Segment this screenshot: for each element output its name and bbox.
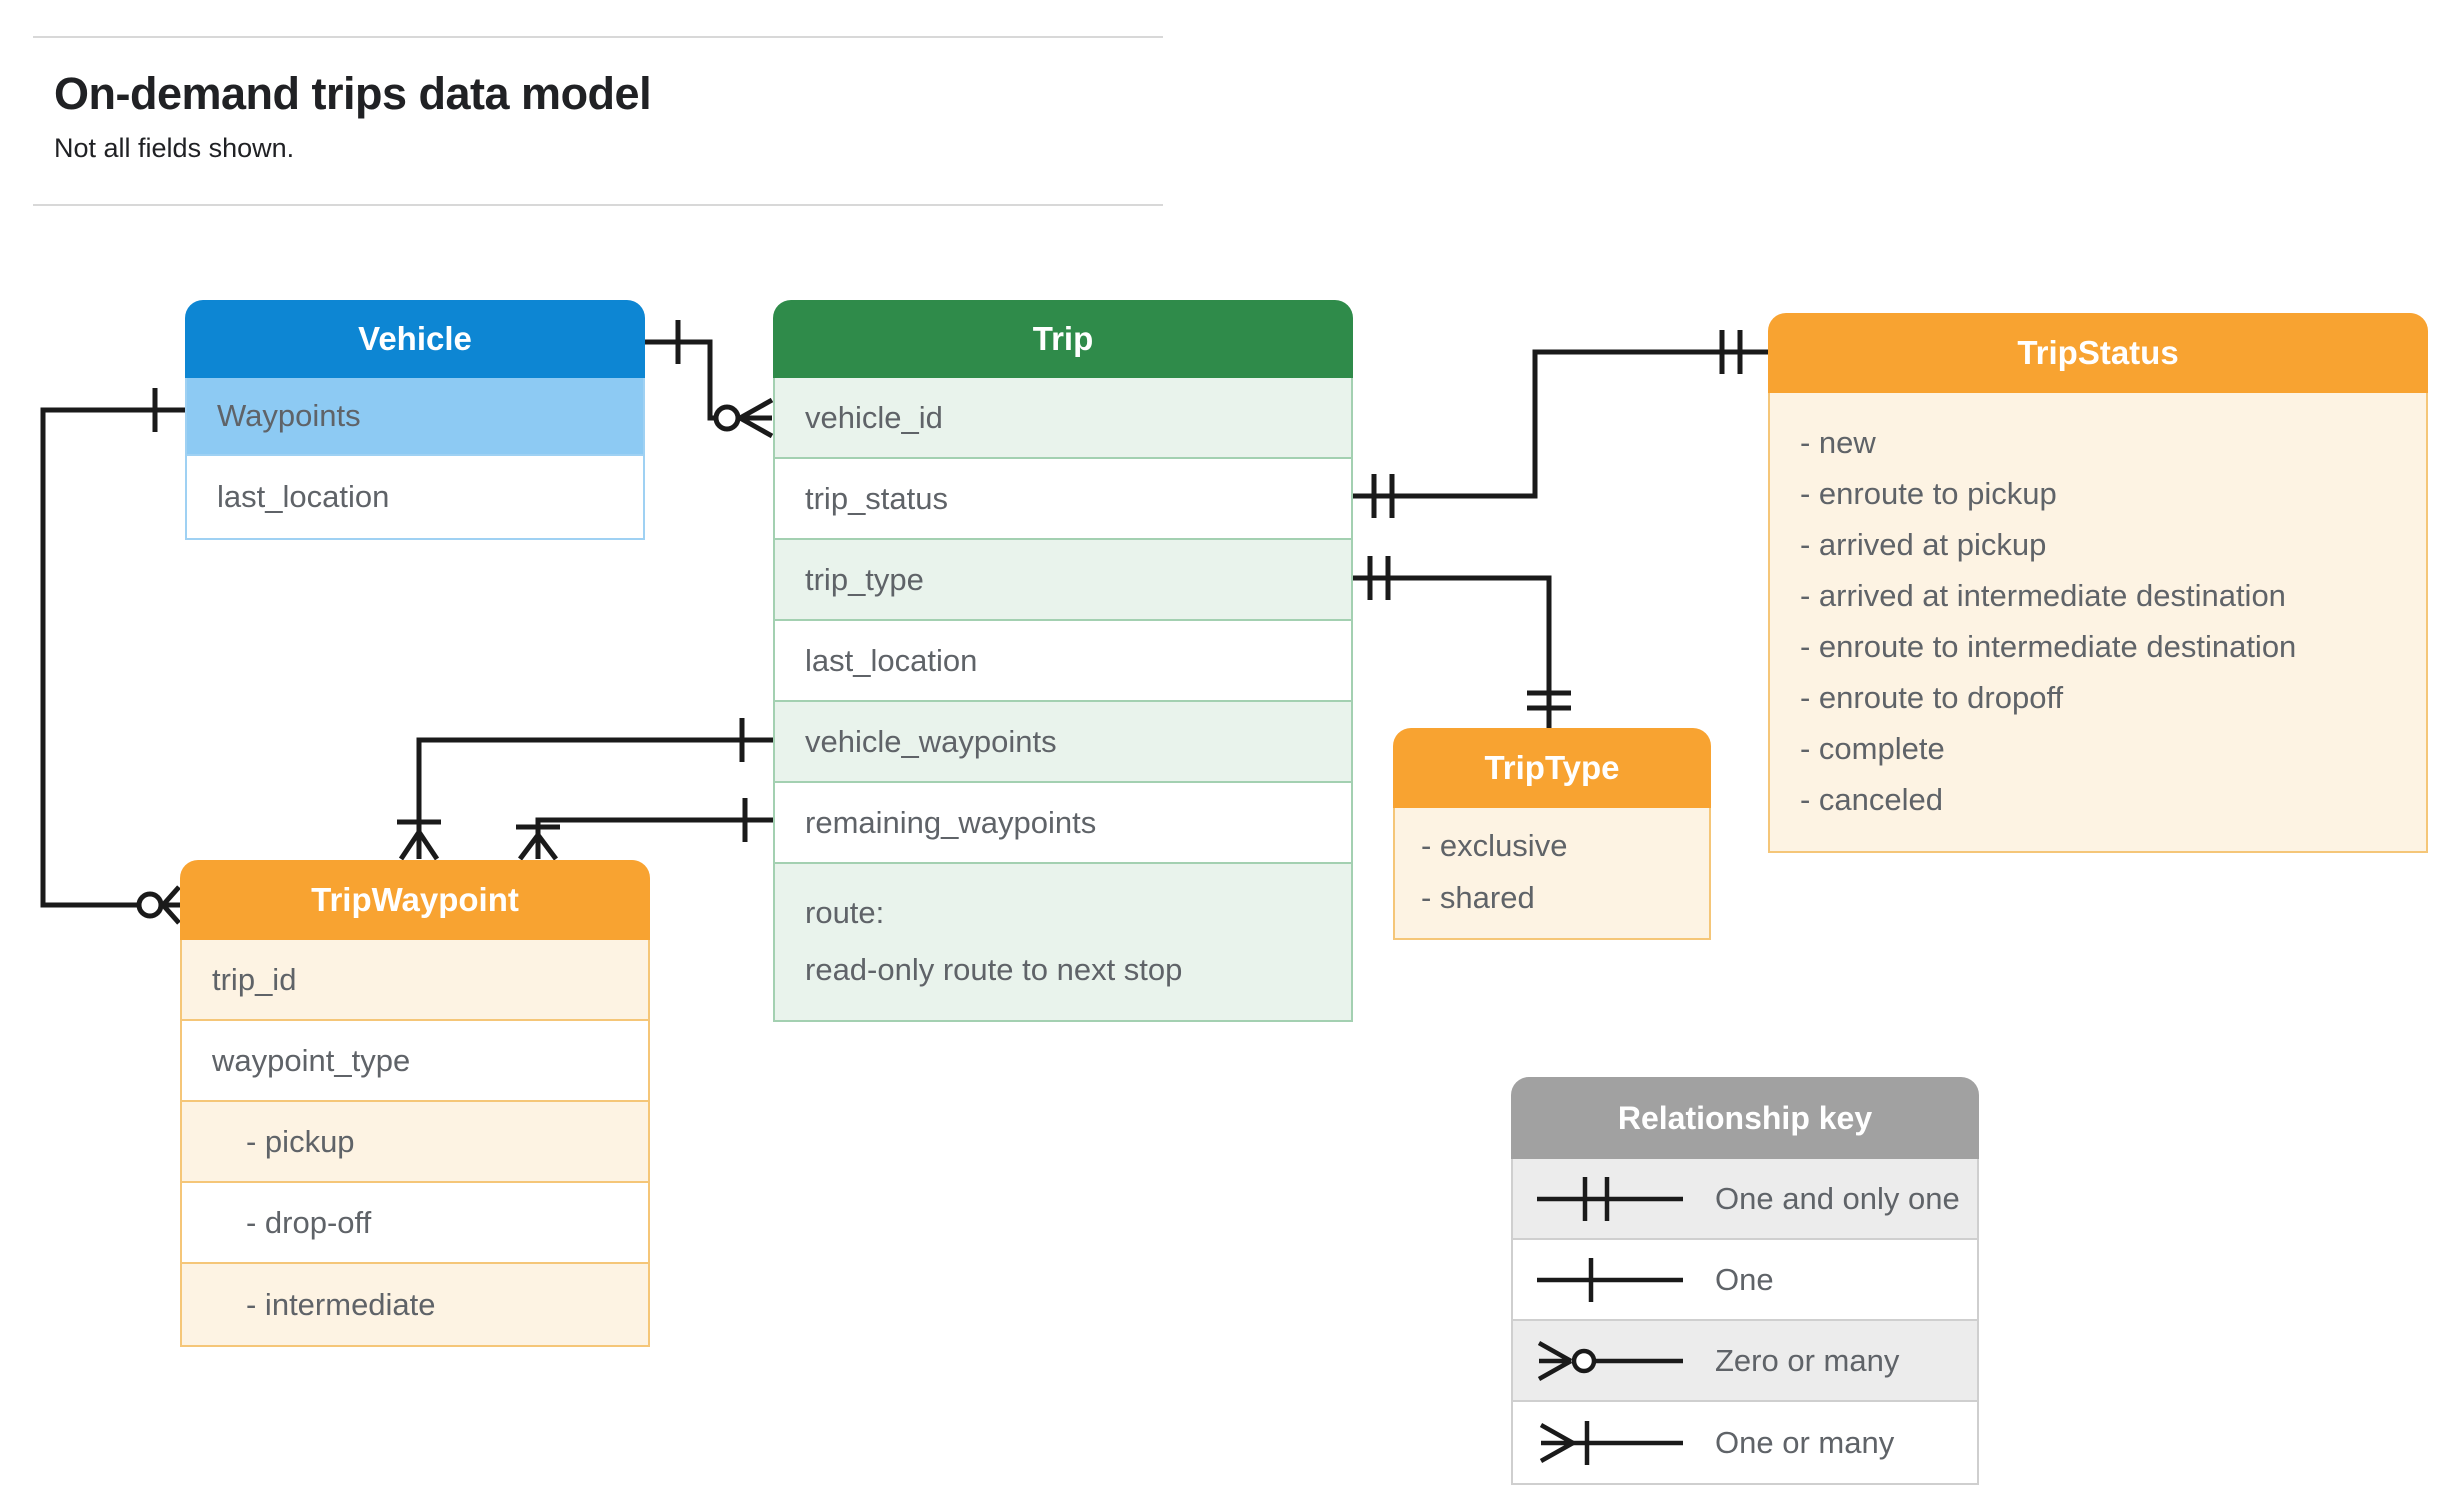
- relationship-key-title: Relationship key: [1511, 1077, 1979, 1159]
- trip-route-line-2: read-only route to next stop: [805, 952, 1183, 987]
- vehicle-field-last-location: last_location: [217, 479, 390, 514]
- legend-row-one: One: [1513, 1240, 1977, 1321]
- tripwaypoint-field-waypoint-type: waypoint_type: [182, 1021, 648, 1102]
- entity-tripstatus-title: TripStatus: [1768, 313, 2428, 393]
- trip-field-trip-type: trip_type: [775, 540, 1351, 621]
- entity-trip: Trip vehicle_id trip_status trip_type la…: [773, 300, 1353, 1022]
- trip-route-line-1: route:: [805, 895, 885, 930]
- entity-trip-title: Trip: [773, 300, 1353, 378]
- one-and-only-one-symbol: [1537, 1176, 1683, 1221]
- trip-field-trip-status: trip_status: [775, 459, 1351, 540]
- trip-field-route: route: read-only route to next stop: [775, 864, 1351, 1020]
- connector-remaining-waypoints-to-tripwaypoint: [516, 798, 773, 861]
- connector-vehicle-to-tripwaypoint: [40, 388, 185, 925]
- trip-field-remaining-waypoints: remaining_waypoints: [775, 783, 1351, 864]
- tripstatus-value-arrived-at-intermediate-destination: - arrived at intermediate destination: [1800, 578, 2286, 613]
- tripstatus-values: - new - enroute to pickup - arrived at p…: [1768, 393, 2428, 853]
- tripstatus-value-new: - new: [1800, 425, 1876, 460]
- top-divider: [33, 36, 1163, 38]
- tripstatus-value-enroute-to-pickup: - enroute to pickup: [1800, 476, 2057, 511]
- legend-row-one-and-only-one: One and only one: [1513, 1159, 1977, 1240]
- bottom-divider: [33, 204, 1163, 206]
- entity-triptype-title: TripType: [1393, 728, 1711, 808]
- trip-field-vehicle-waypoints: vehicle_waypoints: [775, 702, 1351, 783]
- tripwaypoint-field-trip-id: trip_id: [182, 940, 648, 1021]
- tripwaypoint-value-drop-off: - drop-off: [182, 1183, 648, 1264]
- entity-vehicle-title: Vehicle: [185, 300, 645, 378]
- legend-label: Zero or many: [1715, 1342, 1900, 1378]
- connector-trip-status-to-tripstatus: [1353, 330, 1768, 518]
- entity-vehicle: Vehicle Waypoints last_location: [185, 300, 645, 540]
- legend-label: One and only one: [1715, 1180, 1960, 1216]
- zero-or-many-symbol: [1537, 1340, 1683, 1381]
- trip-field-last-location: last_location: [775, 621, 1351, 702]
- entity-triptype: TripType - exclusive - shared: [1393, 728, 1711, 940]
- legend-label: One: [1715, 1261, 1774, 1297]
- relationship-key: Relationship key One and only one One: [1511, 1077, 1979, 1485]
- triptype-values: - exclusive - shared: [1393, 808, 1711, 940]
- triptype-value-shared: - shared: [1421, 880, 1535, 915]
- tripstatus-value-enroute-to-dropoff: - enroute to dropoff: [1800, 680, 2064, 715]
- legend-row-one-or-many: One or many: [1513, 1402, 1977, 1483]
- one-symbol: [1537, 1257, 1683, 1302]
- tripstatus-value-enroute-to-intermediate-destination: - enroute to intermediate destination: [1800, 629, 2297, 664]
- tripstatus-value-canceled: - canceled: [1800, 782, 1944, 817]
- legend-row-zero-or-many: Zero or many: [1513, 1321, 1977, 1402]
- tripstatus-value-complete: - complete: [1800, 731, 1945, 766]
- page-subtitle: Not all fields shown.: [54, 133, 295, 163]
- connector-vehicle-waypoints-to-tripwaypoint: [397, 718, 773, 861]
- triptype-value-exclusive: - exclusive: [1421, 828, 1568, 863]
- entity-tripstatus: TripStatus - new - enroute to pickup - a…: [1768, 313, 2428, 853]
- page-title: On-demand trips data model: [54, 68, 652, 119]
- vehicle-field-waypoints: Waypoints: [187, 378, 643, 456]
- connector-vehicle-to-trip: [645, 320, 774, 439]
- entity-tripwaypoint: TripWaypoint trip_id waypoint_type - pic…: [180, 860, 650, 1347]
- legend-label: One or many: [1715, 1424, 1895, 1460]
- one-or-many-symbol: [1539, 1420, 1683, 1465]
- tripwaypoint-value-pickup: - pickup: [182, 1102, 648, 1183]
- tripwaypoint-value-intermediate: - intermediate: [182, 1264, 648, 1345]
- connector-trip-type-to-triptype: [1353, 556, 1571, 728]
- trip-field-vehicle-id: vehicle_id: [775, 378, 1351, 459]
- tripstatus-value-arrived-at-pickup: - arrived at pickup: [1800, 527, 2047, 562]
- entity-tripwaypoint-title: TripWaypoint: [180, 860, 650, 940]
